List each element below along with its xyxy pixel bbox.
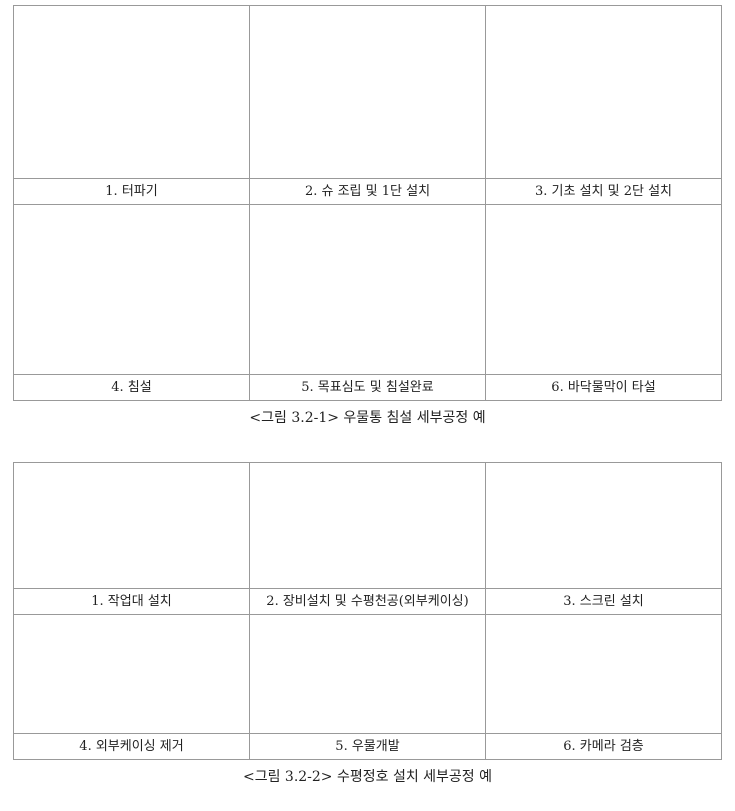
step-caption: 1. 터파기 xyxy=(13,178,250,205)
step-image-target-depth xyxy=(249,204,486,375)
step-caption: 2. 슈 조립 및 1단 설치 xyxy=(249,178,486,205)
figure-2-caption: <그림 3.2-2> 수평정호 설치 세부공정 예 xyxy=(242,769,493,785)
step-image-screen-install xyxy=(485,462,722,589)
step-image-casing-removal xyxy=(13,614,250,734)
step-caption: 5. 우물개발 xyxy=(249,733,486,760)
step-caption: 1. 작업대 설치 xyxy=(13,588,250,615)
figure-1-caption: <그림 3.2-1> 우물통 침설 세부공정 예 xyxy=(249,410,486,426)
step-caption: 5. 목표심도 및 침설완료 xyxy=(249,374,486,401)
step-caption: 3. 스크린 설치 xyxy=(485,588,722,615)
step-caption: 3. 기초 설치 및 2단 설치 xyxy=(485,178,722,205)
step-caption: 4. 침설 xyxy=(13,374,250,401)
step-image-shoe-assembly xyxy=(249,5,486,179)
step-image-sinking xyxy=(13,204,250,375)
step-caption: 2. 장비설치 및 수평천공(외부케이싱) xyxy=(249,588,486,615)
step-image-bottom-plug xyxy=(485,204,722,375)
step-caption: 6. 카메라 검층 xyxy=(485,733,722,760)
step-caption: 6. 바닥물막이 타설 xyxy=(485,374,722,401)
step-image-well-development xyxy=(249,614,486,734)
step-image-camera-logging xyxy=(485,614,722,734)
step-image-work-platform xyxy=(13,462,250,589)
step-image-foundation xyxy=(485,5,722,179)
step-caption: 4. 외부케이싱 제거 xyxy=(13,733,250,760)
step-image-horizontal-drilling xyxy=(249,462,486,589)
step-image-excavation xyxy=(13,5,250,179)
